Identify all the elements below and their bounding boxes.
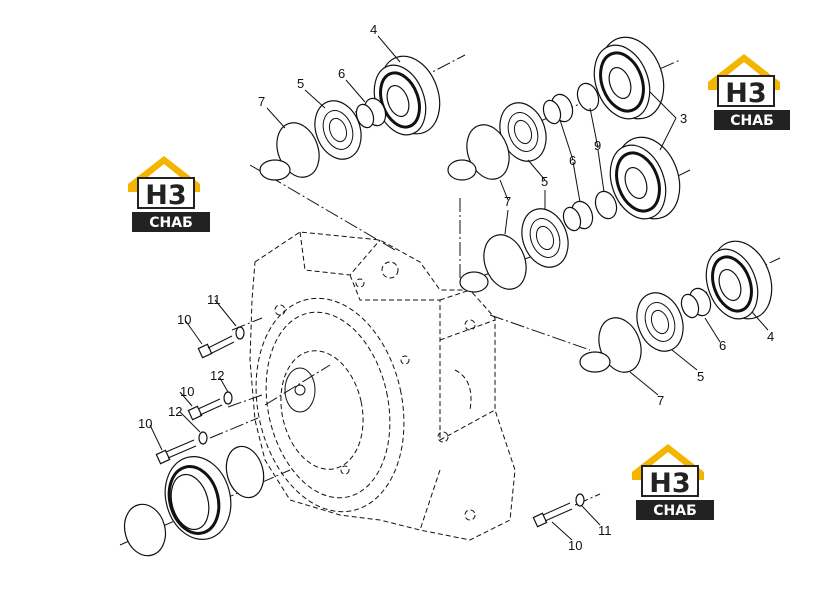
callout-11-top: 11 bbox=[207, 292, 221, 307]
logo-small-text: СНАБ bbox=[149, 215, 193, 231]
callout-3: 3 bbox=[680, 111, 687, 126]
callout-10-c: 10 bbox=[138, 416, 152, 431]
callout-10-a: 10 bbox=[177, 312, 191, 327]
gear-4-right bbox=[705, 240, 773, 320]
bearing-5-upper-right bbox=[499, 102, 547, 162]
callout-6-top: 6 bbox=[338, 66, 345, 81]
callout-4-top: 4 bbox=[370, 22, 377, 37]
callout-6-upper-right: 6 bbox=[569, 153, 576, 168]
bolt-10-c bbox=[155, 439, 197, 465]
bearing-5-right bbox=[636, 292, 684, 352]
gear-3-lower bbox=[609, 136, 681, 220]
callout-11-bottom: 11 bbox=[598, 523, 612, 538]
bearing-5-top bbox=[314, 100, 362, 160]
snap-ring-bottom-right bbox=[225, 445, 265, 499]
snap-ring-bottom-left bbox=[123, 503, 167, 557]
gear-4-top bbox=[373, 55, 441, 136]
callout-7-right: 7 bbox=[657, 393, 664, 408]
logo-top-right: Н3 СНАБ bbox=[708, 54, 790, 130]
washer-12-b bbox=[198, 431, 208, 445]
logo-big-text: Н3 bbox=[145, 180, 186, 211]
callout-9: 9 bbox=[594, 138, 601, 153]
logo-small-text: СНАБ bbox=[730, 113, 774, 129]
washer-12-a bbox=[223, 391, 233, 405]
ring-gear-bottom bbox=[164, 455, 232, 541]
snap-ring-7-right bbox=[579, 317, 642, 373]
callout-5-upper-right: 5 bbox=[541, 174, 548, 189]
callout-7-top: 7 bbox=[258, 94, 265, 109]
callout-labels: 4 6 5 7 3 9 6 5 7 4 6 5 7 11 10 12 10 12… bbox=[138, 22, 774, 553]
callout-6-right: 6 bbox=[719, 338, 726, 353]
callout-12-b: 12 bbox=[168, 404, 182, 419]
logo-bottom-right: Н3 СНАБ bbox=[632, 444, 714, 520]
washer-11-b bbox=[575, 493, 585, 507]
callout-5-top: 5 bbox=[297, 76, 304, 91]
bolt-10-d bbox=[532, 502, 573, 528]
spacer-6-lower-right bbox=[562, 200, 594, 232]
snap-ring-7-top bbox=[259, 122, 320, 181]
logo-big-text: Н3 bbox=[649, 468, 690, 499]
callout-7-upper-right: 7 bbox=[504, 194, 511, 209]
bolt-10-b bbox=[187, 398, 223, 421]
callout-10-d: 10 bbox=[568, 538, 582, 553]
bolt-10-a bbox=[197, 335, 235, 359]
bearing-5-lower-right bbox=[521, 208, 569, 268]
leader-lines bbox=[149, 35, 769, 541]
spacer-6-right bbox=[680, 287, 712, 319]
callout-4-right: 4 bbox=[767, 329, 774, 344]
snap-ring-7-lower-right bbox=[459, 234, 527, 293]
transmission-housing bbox=[249, 231, 516, 541]
callout-5-right: 5 bbox=[697, 369, 704, 384]
logo-left: Н3 СНАБ bbox=[128, 156, 210, 232]
logo-small-text: СНАБ bbox=[653, 503, 697, 519]
ring-9-lower bbox=[594, 190, 618, 220]
callout-10-b: 10 bbox=[180, 384, 194, 399]
logo-big-text: Н3 bbox=[725, 78, 766, 109]
spacer-6-upper-right bbox=[542, 93, 574, 125]
ring-9-upper bbox=[576, 82, 600, 112]
snap-ring-7-upper-right bbox=[447, 124, 510, 181]
washer-11-a bbox=[235, 326, 245, 340]
gear-3-upper bbox=[593, 36, 665, 120]
callout-12-a: 12 bbox=[210, 368, 224, 383]
